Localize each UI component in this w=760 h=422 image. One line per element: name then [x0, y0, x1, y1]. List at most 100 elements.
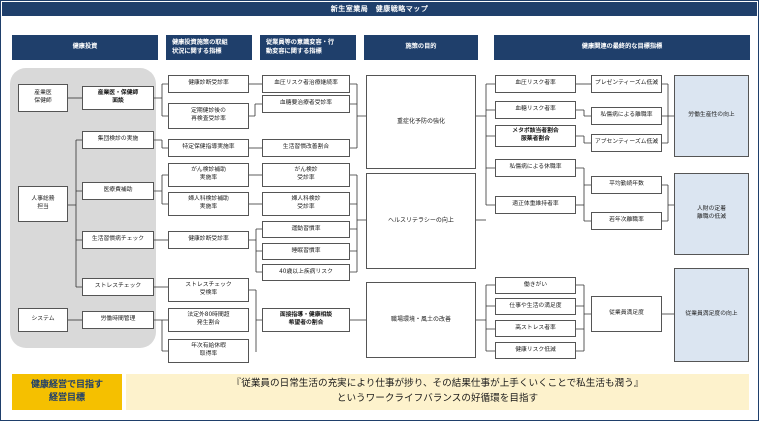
final-proper-weight-label: 適正体重維持者率 — [512, 201, 559, 208]
investment-doctor-interview: 産業医・保健師 面談 — [82, 86, 154, 110]
final-high-stress: 高ストレス者率 — [495, 320, 576, 337]
final-worthwhile: 働きがい — [495, 277, 576, 294]
management-goal-tag: 健康経営で目指す 経営目標 — [12, 374, 122, 410]
awareness-over40-label: 40歳以上疾病リスク — [279, 268, 333, 275]
final-satisfaction-label: 従業員満足度 — [609, 310, 644, 317]
actor-system: システム — [18, 308, 68, 332]
ultimate-productivity-label: 労働生産性の向上 — [688, 112, 735, 119]
purpose-health-literacy-label: ヘルスリテラシーの向上 — [388, 216, 454, 224]
status-stress-check-rate-label: ストレスチェック 受検率 — [185, 282, 232, 296]
investment-stress-check: ストレスチェック — [82, 278, 154, 296]
final-work-life-label: 仕事や生活の満足度 — [509, 302, 562, 309]
final-absenteeism-label: アブセンティーズム低減 — [594, 139, 659, 146]
investment-doctor-interview-label: 産業医・保健師 面談 — [97, 90, 139, 104]
actor-industrial-doctor-label: 産業医 保健師 — [34, 90, 52, 104]
final-turnover-label: 若年次離職率 — [609, 217, 644, 224]
investment-labor-time-label: 労働時間管理 — [100, 316, 136, 323]
management-goal-line1: 『従業員の日常生活の充実により仕事が捗り、その結果仕事が上手くいくことで私生活も… — [231, 378, 644, 390]
final-turnover: 若年次離職率 — [591, 212, 662, 230]
awareness-over40: 40歳以上疾病リスク — [262, 264, 350, 281]
ultimate-engagement-label: 従業員満足度の向上 — [685, 311, 738, 318]
ultimate-engagement: 従業員満足度の向上 — [674, 268, 749, 362]
header-investment-status: 健康投資施策の取組 状況に関する指標 — [166, 35, 252, 60]
awareness-lifestyle-improve-label: 生活習慣改善割合 — [282, 144, 330, 151]
investment-lifestyle-check: 生活習慣病チェック — [82, 231, 154, 249]
final-bp-risk-rate: 血圧リスク者率 — [495, 75, 576, 93]
final-health-anxiety: 健康リスク低減 — [495, 342, 576, 359]
awareness-interview-desire-label: 面接指導・健康相談 希望者の割合 — [279, 312, 333, 326]
status-specific-guidance-label: 特定保健指導実施率 — [182, 144, 235, 151]
ultimate-productivity: 労働生産性の向上 — [674, 75, 749, 157]
page-title: 新生室業局 健康戦略マップ — [2, 2, 757, 16]
final-satisfaction: 従業員満足度 — [591, 296, 662, 332]
awareness-lifestyle-improve: 生活習慣改善割合 — [262, 139, 350, 157]
ultimate-retention: 人財の定着 離職の低減 — [674, 173, 749, 255]
header-investment: 健康投資 — [12, 35, 158, 60]
final-illness-absence: 私傷病による休職率 — [495, 159, 576, 177]
status-overtime80: 法定外80時間超 発生割合 — [168, 308, 249, 332]
final-glucose-risk-rate: 血糖リスク者率 — [495, 101, 576, 119]
investment-stress-check-label: ストレスチェック — [94, 283, 142, 290]
purpose-workplace: 職場環境・風土の改善 — [366, 282, 476, 358]
awareness-breast-exam: 婦人科検診 受診率 — [262, 192, 350, 216]
investment-labor-time: 労働時間管理 — [82, 311, 154, 329]
header-investment-label: 健康投資 — [72, 43, 98, 51]
final-high-stress-label: 高ストレス者率 — [515, 324, 556, 331]
status-paid-leave: 年次有給休暇 取得率 — [168, 339, 249, 363]
investment-group-checkup-label: 集団検診の実施 — [97, 136, 139, 143]
awareness-exercise-label: 運動習慣率 — [291, 225, 321, 232]
purpose-health-literacy: ヘルスリテラシーの向上 — [366, 173, 476, 269]
investment-group-checkup: 集団検診の実施 — [82, 131, 154, 149]
header-purpose-label: 施策の目的 — [405, 43, 437, 51]
actor-hr-general-label: 人事総務 担当 — [31, 196, 55, 210]
status-specific-guidance: 特定保健指導実施率 — [168, 139, 249, 157]
purpose-severe-prevention-label: 重症化予防の強化 — [396, 117, 445, 125]
final-bp-risk-rate-label: 血圧リスク者率 — [515, 80, 556, 87]
status-reexam-rate-label: 定期健診後の 再検査受診率 — [191, 108, 226, 122]
final-presenteeism-label: プレゼンティーズム低減 — [594, 80, 659, 87]
status-stress-check-rate: ストレスチェック 受検率 — [168, 278, 249, 302]
status-checkup-rate-label: 健康診断受診率 — [188, 80, 229, 87]
header-final-goals-label: 健康関連の最終的な目標指標 — [581, 43, 663, 51]
awareness-sleep-label: 睡眠習慣率 — [291, 247, 321, 254]
header-purpose: 施策の目的 — [364, 35, 478, 60]
actor-hr-general: 人事総務 担当 — [18, 186, 68, 222]
status-checkup-rate-2: 健康診断受診率 — [168, 231, 249, 249]
awareness-exercise: 運動習慣率 — [262, 221, 350, 238]
management-goal-statement: 『従業員の日常生活の充実により仕事が捗り、その結果仕事が上手くいくことで私生活も… — [126, 374, 749, 410]
status-breast-subsidy-label: 婦人科検診補助 実施率 — [188, 196, 229, 210]
purpose-severe-prevention: 重症化予防の強化 — [366, 75, 476, 169]
actor-industrial-doctor: 産業医 保健師 — [18, 84, 68, 112]
status-checkup-rate: 健康診断受診率 — [168, 75, 249, 93]
awareness-bp-risk: 血圧リスク者治療継続率 — [262, 75, 350, 93]
final-illness-absence-label: 私傷病による休職率 — [509, 164, 562, 171]
final-illness-absence-2-label: 私傷病による離職率 — [600, 112, 653, 119]
status-paid-leave-label: 年次有給休暇 取得率 — [191, 343, 226, 357]
final-presenteeism: プレゼンティーズム低減 — [591, 75, 662, 93]
awareness-diabetes-visit-label: 血糖要治療者受診率 — [279, 100, 333, 107]
awareness-bp-risk-label: 血圧リスク者治療継続率 — [274, 80, 338, 87]
header-employee-awareness: 従業員等の意識変容・行 動変容に関する指標 — [260, 35, 356, 60]
awareness-diabetes-visit: 血糖要治療者受診率 — [262, 95, 350, 113]
status-cancer-subsidy: がん検診補助 実施率 — [168, 163, 249, 187]
awareness-breast-exam-label: 婦人科検診 受診率 — [291, 196, 321, 210]
awareness-interview-desire: 面接指導・健康相談 希望者の割合 — [262, 308, 350, 332]
awareness-sleep: 睡眠習慣率 — [262, 243, 350, 260]
final-tenure-label: 平均勤続年数 — [609, 181, 644, 188]
final-proper-weight: 適正体重維持者率 — [495, 196, 576, 214]
header-final-goals: 健康関連の最終的な目標指標 — [494, 35, 750, 60]
investment-medical-subsidy: 医療費補助 — [82, 182, 154, 200]
final-metabolic-label: メタボ該当者割合 服薬者割合 — [512, 128, 559, 142]
final-worthwhile-label: 働きがい — [523, 281, 548, 288]
final-work-life: 仕事や生活の満足度 — [495, 298, 576, 315]
final-glucose-risk-rate-label: 血糖リスク者率 — [515, 106, 556, 113]
investment-medical-subsidy-label: 医療費補助 — [103, 187, 133, 194]
status-checkup-rate-2-label: 健康診断受診率 — [188, 236, 229, 243]
final-absenteeism: アブセンティーズム低減 — [591, 134, 662, 152]
awareness-cancer-exam: がん検診 受診率 — [262, 163, 350, 187]
management-goal-tag-label: 健康経営で目指す 経営目標 — [30, 379, 103, 403]
investment-lifestyle-check-label: 生活習慣病チェック — [91, 236, 145, 243]
purpose-workplace-label: 職場環境・風土の改善 — [390, 315, 451, 323]
